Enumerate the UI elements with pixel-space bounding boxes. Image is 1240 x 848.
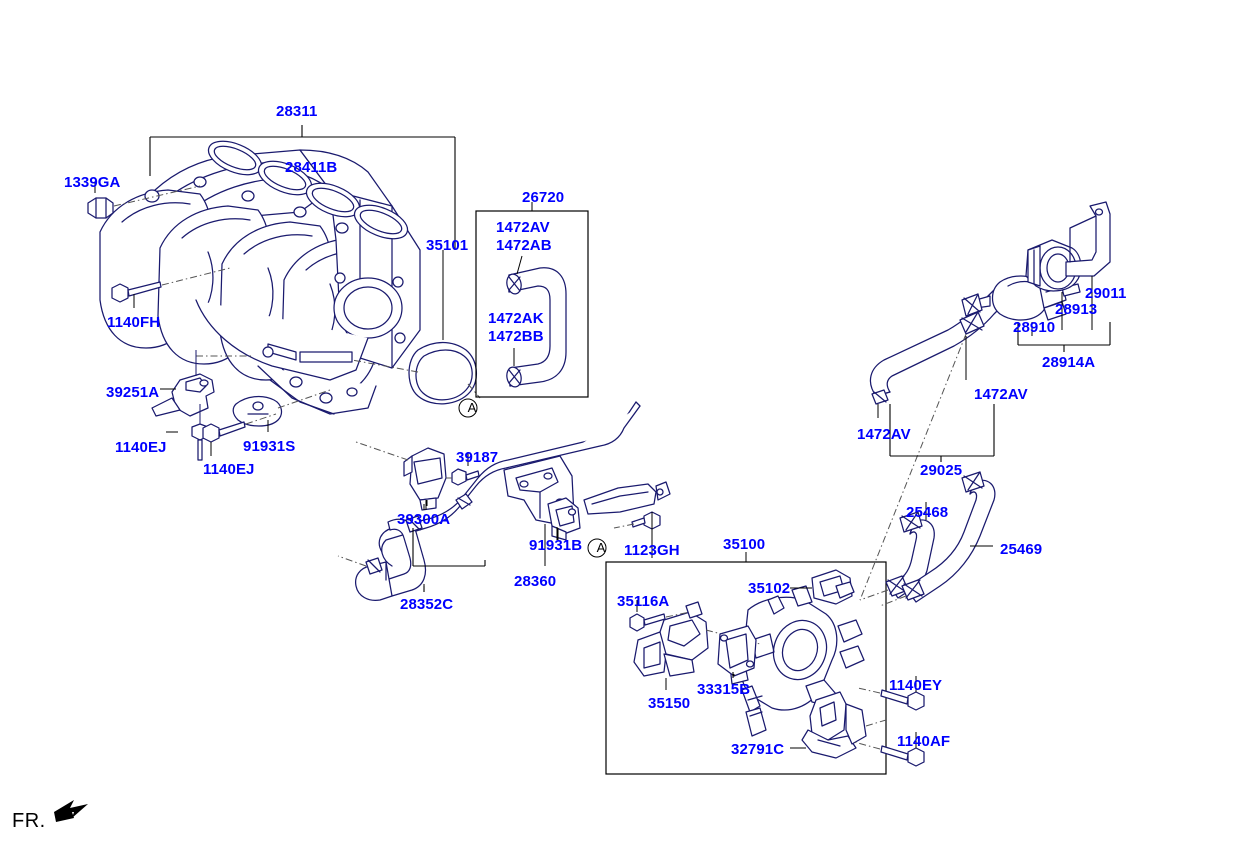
hose-clamp-purge [961,293,983,317]
hose-clamp [901,579,925,601]
part-label-1472AV-a: 1472AV [496,219,550,236]
tps-sensor-35102 [790,569,855,605]
hose-28352C [337,515,427,602]
bolt-1140EY [857,676,925,711]
clip-91931B [547,497,581,541]
part-label-1140AF: 1140AF [897,733,951,750]
throttle-body-box-35100 [605,552,887,775]
hose-box-26720 [475,202,589,398]
part-label-1472AK: 1472AK [488,310,544,327]
manifold-gaskets-28411B [207,140,409,240]
part-label-1472BB: 1472BB [488,328,544,345]
part-label-28913: 28913 [1055,301,1098,318]
part-label-26720: 26720 [522,189,565,206]
part-label-28352C: 28352C [400,596,454,613]
bolt-1123GH [613,511,661,558]
hose-29025 [859,287,1009,601]
hose-26720 [506,255,567,388]
part-label-35150: 35150 [648,695,691,712]
valve-39300A [355,441,447,511]
throttle-gasket-35101 [351,250,481,405]
part-label-35100: 35100 [723,536,766,553]
part-label-28360: 28360 [514,573,557,590]
bolt-39187 [446,452,480,486]
part-label-39300A: 39300A [397,511,451,528]
part-label-1472AV-c: 1472AV [857,426,911,443]
hose-25469 [879,471,996,607]
part-label-29011: 29011 [1085,285,1127,302]
part-label-91931S: 91931S [243,438,296,455]
callout-marker-a-2: A [596,540,606,555]
clamp-1472AV-left [871,389,889,418]
nut-1339GA [87,182,201,219]
bolt-1140FH [111,267,231,308]
clamp-1472AV-AB [506,255,523,295]
part-label-35102: 35102 [748,580,791,597]
clamp-1472AV-right [959,311,985,380]
part-label-1472AV-b: 1472AV [974,386,1028,403]
part-label-28914A: 28914A [1042,354,1096,371]
clamp-1472AK-BB [506,348,522,388]
bracket-39251A [151,350,252,417]
callout-marker-a-1: A [467,400,477,415]
part-label-1472AB: 1472AB [496,237,552,254]
part-label-35101: 35101 [426,237,469,254]
cable-bracket-32791C [790,691,887,759]
bolt-1140EJ-b [202,413,277,456]
part-label-28311: 28311 [276,103,318,120]
part-label-1140EJ-b: 1140EJ [203,461,255,478]
part-label-29025: 29025 [920,462,963,479]
bracket-29011 [1065,201,1111,330]
part-label-39251A: 39251A [106,384,160,401]
callout-circle-a-1 [458,398,478,418]
gasket-33315B [717,625,757,677]
callout-circle-a-2 [587,538,607,558]
hose-clamp [899,511,923,533]
part-label-1140FH: 1140FH [107,314,161,331]
part-label-32791C: 32791C [731,741,785,758]
intake-manifold-28311 [99,149,421,415]
bracket-28311 [149,125,456,250]
part-label-35116A: 35116A [617,593,670,610]
part-label-91931B: 91931B [529,537,583,554]
part-label-1140EY: 1140EY [889,677,943,694]
part-label-28910: 28910 [1013,319,1056,336]
part-label-1123GH: 1123GH [624,542,680,559]
front-direction-label: FR. [12,810,46,832]
part-label-1140EJ-a: 1140EJ [115,439,167,456]
bolt-35116A [629,600,691,632]
hose-clamp [405,515,423,533]
hose-clamp [961,471,985,493]
part-label-33315B: 33315B [697,681,751,698]
throttle-body-assembly [729,569,865,737]
hose-clamp [365,557,383,575]
bracket-arm [583,481,671,515]
part-label-1339GA: 1339GA [64,174,121,191]
part-label-25469: 25469 [1000,541,1043,558]
part-label-25468: 25468 [906,504,949,521]
part-label-28411B: 28411B [285,159,338,176]
front-arrow-icon [54,800,88,822]
iac-valve-35150 [633,601,761,690]
bolt-1140AF [853,732,925,767]
bracket-28914A [1017,322,1111,352]
part-label-39187: 39187 [456,449,499,466]
hose-25468 [859,502,935,601]
clip-91931S [232,389,331,432]
